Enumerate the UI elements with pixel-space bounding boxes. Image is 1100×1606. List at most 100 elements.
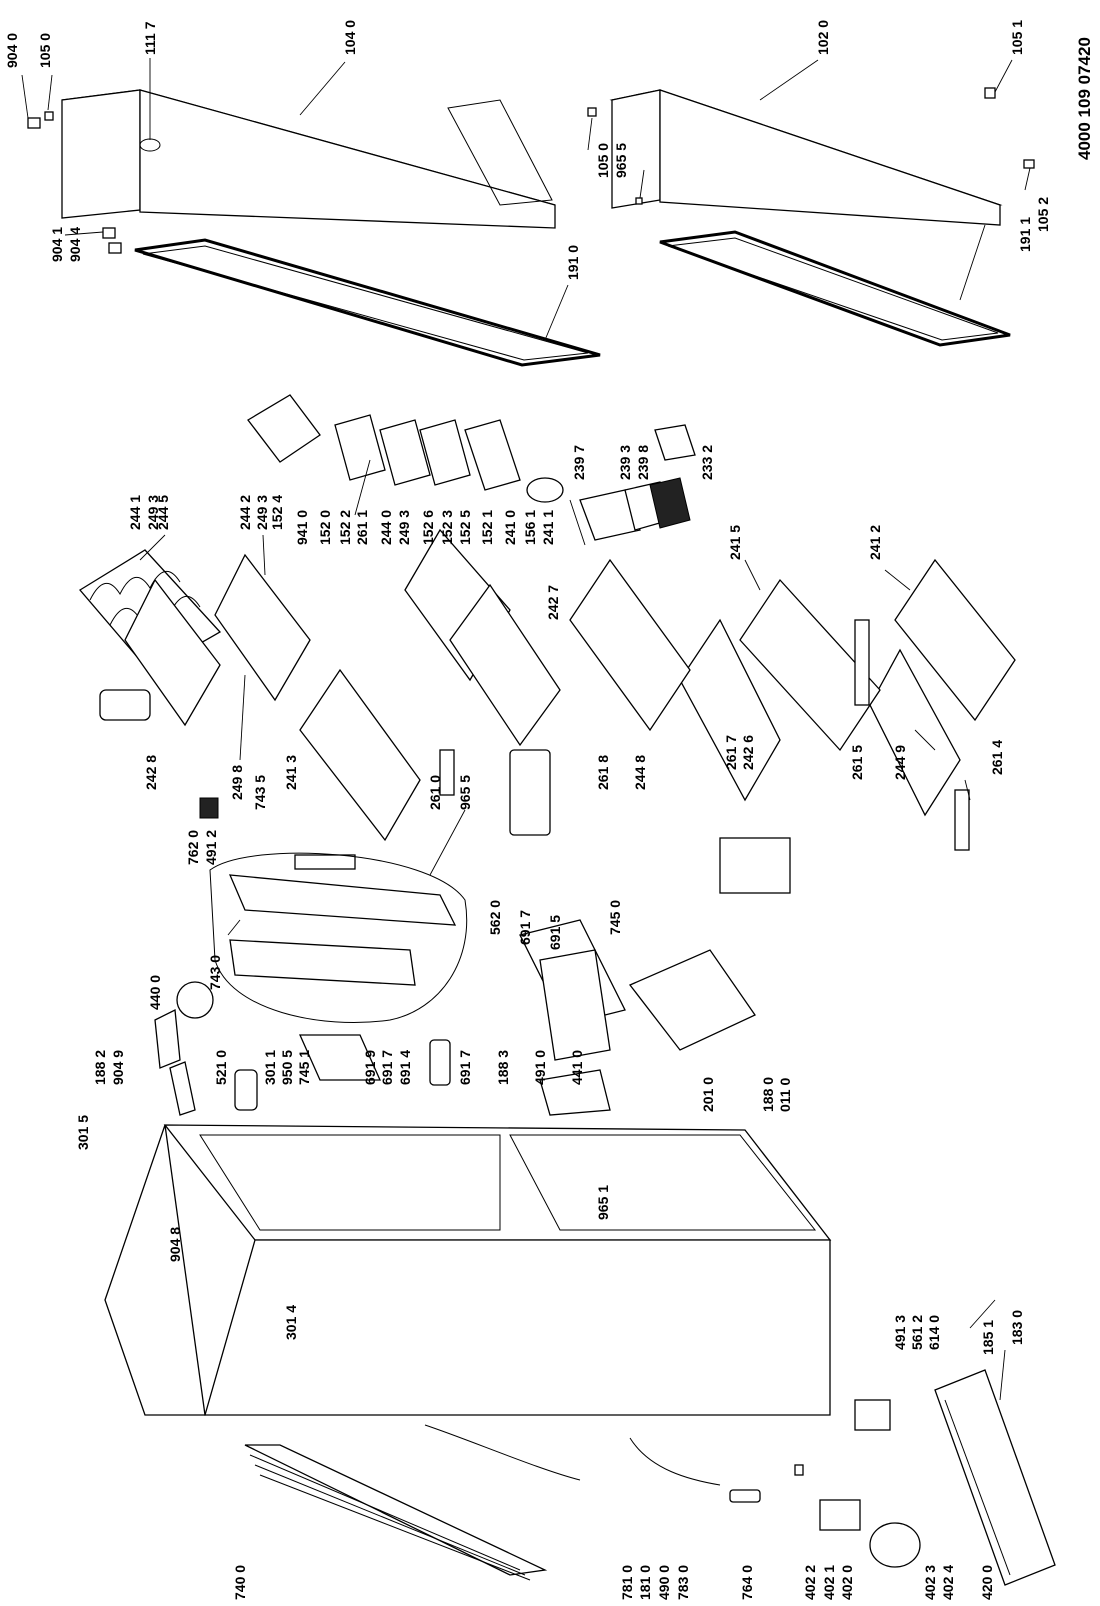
callout-301-1: 301 1 — [262, 1050, 278, 1085]
callout-521-0: 521 0 — [213, 1050, 229, 1085]
freezer-accessories — [579, 424, 696, 541]
leader-lines — [21, 58, 1031, 1401]
callout-185-1: 185 1 — [980, 1320, 996, 1355]
callout-244-0: 244 0 — [378, 510, 394, 545]
door-balconies — [247, 394, 564, 503]
glass-shelves — [124, 528, 961, 817]
callout-562-0: 562 0 — [487, 900, 503, 935]
callout-191-1: 191 1 — [1017, 217, 1033, 252]
callout-402-3: 402 3 — [922, 1565, 938, 1600]
callout-152-1: 152 1 — [479, 510, 495, 545]
callout-691-7-b: 691 7 — [379, 1050, 395, 1085]
callout-904-9: 904 9 — [110, 1050, 126, 1085]
callout-904-0: 904 0 — [4, 33, 20, 68]
callout-402-0: 402 0 — [839, 1565, 855, 1600]
callout-188-2: 188 2 — [92, 1050, 108, 1085]
callout-244-9: 244 9 — [892, 745, 908, 780]
callout-242-6: 242 6 — [740, 735, 756, 770]
refrigerator-cabinet — [104, 1124, 832, 1416]
callout-764-0: 764 0 — [739, 1565, 755, 1600]
callout-261-5: 261 5 — [849, 745, 865, 780]
callout-965-1: 965 1 — [595, 1185, 611, 1220]
callout-244-8: 244 8 — [632, 755, 648, 790]
callout-181-0: 181 0 — [637, 1565, 653, 1600]
callout-242-8: 242 8 — [143, 755, 159, 790]
callout-152-3: 152 3 — [439, 510, 455, 545]
callout-740-0: 740 0 — [232, 1565, 248, 1600]
callout-490-0: 490 0 — [656, 1565, 672, 1600]
callout-011-0: 011 0 — [777, 1078, 793, 1112]
callout-188-0: 188 0 — [760, 1077, 776, 1112]
callout-244-1: 244 1 — [127, 495, 143, 530]
callout-743-0: 743 0 — [207, 955, 223, 990]
callout-241-1: 241 1 — [540, 510, 556, 545]
callout-745-0: 745 0 — [607, 900, 623, 935]
callout-762-0: 762 0 — [185, 830, 201, 865]
callout-691-7-c: 691 7 — [457, 1050, 473, 1085]
callout-965-5-mid: 965 5 — [457, 775, 473, 810]
callout-249-3-c: 249 3 — [396, 510, 412, 545]
callout-152-6: 152 6 — [420, 510, 436, 545]
pipes-and-cables — [424, 1424, 804, 1503]
callout-561-2: 561 2 — [909, 1315, 925, 1350]
callout-241-2: 241 2 — [867, 525, 883, 560]
crisper-boxes — [299, 558, 1016, 842]
callout-491-2: 491 2 — [203, 830, 219, 865]
callout-105-0-top: 105 0 — [37, 33, 53, 68]
callout-242-7: 242 7 — [545, 585, 561, 620]
callout-105-1: 105 1 — [1009, 20, 1025, 55]
callout-239-8: 239 8 — [635, 445, 651, 480]
callout-491-3: 491 3 — [892, 1315, 908, 1350]
callout-152-0: 152 0 — [317, 510, 333, 545]
drain-tray — [628, 949, 756, 1051]
callout-249-3-a: 249 3 — [145, 495, 161, 530]
callout-904-8: 904 8 — [167, 1227, 183, 1262]
callout-965-5-top: 965 5 — [613, 143, 629, 178]
callout-781-0: 781 0 — [619, 1565, 635, 1600]
callout-249-3-b: 249 3 — [254, 495, 270, 530]
fan-and-controls — [154, 981, 611, 1116]
callout-105-0-right: 105 0 — [595, 143, 611, 178]
callout-152-4: 152 4 — [269, 495, 285, 530]
freezer-door-gasket — [659, 230, 1011, 347]
callout-249-8: 249 8 — [229, 765, 245, 800]
callout-491-0: 491 0 — [532, 1050, 548, 1085]
callout-904-1: 904 1 — [49, 227, 65, 262]
callout-233-2: 233 2 — [699, 445, 715, 480]
callout-105-2: 105 2 — [1035, 197, 1051, 232]
callout-402-2: 402 2 — [802, 1565, 818, 1600]
callout-743-5: 743 5 — [252, 775, 268, 810]
callout-904-4: 904 4 — [67, 227, 83, 262]
callout-241-0: 241 0 — [502, 510, 518, 545]
document-number: 4000 109 07420 — [1075, 37, 1094, 160]
callout-104-0: 104 0 — [342, 20, 358, 55]
callout-241-3: 241 3 — [283, 755, 299, 790]
callout-691-5: 691 5 — [547, 915, 563, 950]
compressor-base-plate — [934, 1369, 1056, 1586]
callout-111-7: 111 7 — [142, 21, 158, 55]
callout-402-4: 402 4 — [940, 1565, 956, 1600]
callout-441-0: 441 0 — [569, 1050, 585, 1085]
compressor — [819, 1399, 921, 1568]
callout-261-8: 261 8 — [595, 755, 611, 790]
callout-191-0: 191 0 — [565, 245, 581, 280]
callout-301-4: 301 4 — [283, 1305, 299, 1340]
callout-261-4: 261 4 — [989, 740, 1005, 775]
callout-261-0: 261 0 — [427, 775, 443, 810]
callout-301-5: 301 5 — [75, 1115, 91, 1150]
callout-188-3: 188 3 — [495, 1050, 511, 1085]
callout-691-9: 691 9 — [362, 1050, 378, 1085]
callout-745-1: 745 1 — [296, 1050, 312, 1085]
callout-261-7: 261 7 — [723, 735, 739, 770]
callout-941-0: 941 0 — [294, 510, 310, 545]
small-parts — [99, 619, 970, 894]
callout-183-0: 183 0 — [1009, 1310, 1025, 1345]
callout-239-7: 239 7 — [571, 445, 587, 480]
callout-691-4: 691 4 — [397, 1050, 413, 1085]
callout-420-0: 420 0 — [979, 1565, 995, 1600]
callout-244-5: 244 5 — [155, 495, 171, 530]
callout-152-5: 152 5 — [457, 510, 473, 545]
callout-152-2: 152 2 — [337, 510, 353, 545]
callout-261-1: 261 1 — [354, 510, 370, 545]
